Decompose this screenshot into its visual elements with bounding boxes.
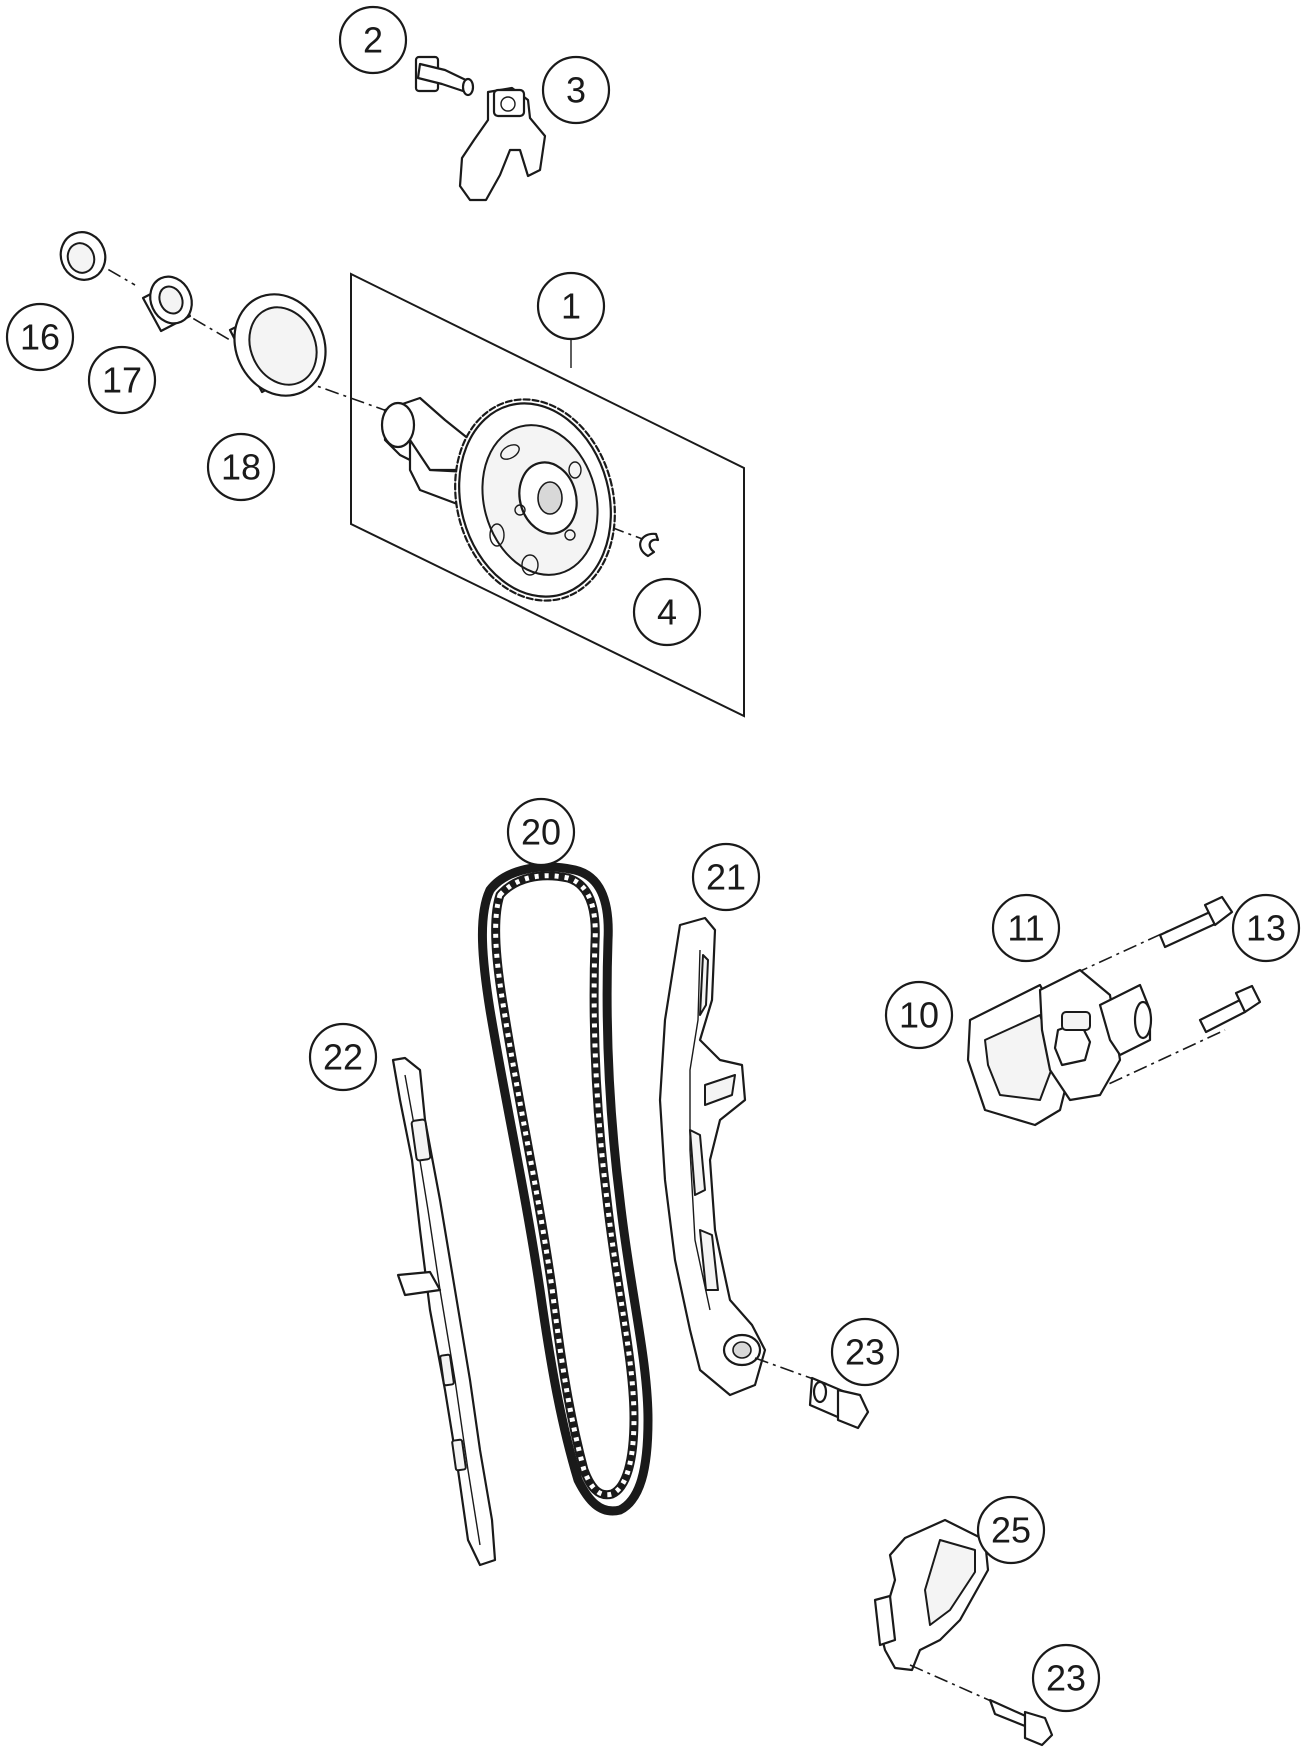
bearing-17 [141, 275, 193, 333]
svg-text:23: 23 [1046, 1658, 1086, 1699]
seal-16 [59, 231, 107, 281]
timing-chain-20 [477, 862, 653, 1516]
callout-16: 16 [5, 302, 75, 372]
callout-3: 3 [541, 55, 611, 125]
svg-text:21: 21 [706, 857, 746, 898]
guide-bracket-25 [873, 1518, 990, 1672]
svg-text:20: 20 [521, 812, 561, 853]
svg-text:16: 16 [20, 317, 60, 358]
bolt-2 [414, 55, 475, 97]
dashed-axis-tensioner-upper [1049, 929, 1171, 986]
callout-22: 22 [308, 1022, 378, 1092]
svg-text:1: 1 [561, 286, 581, 327]
bolt-23-rail [808, 1376, 870, 1430]
callout-25: 25 [976, 1495, 1046, 1565]
chain-tensioner-11 [1038, 968, 1153, 1102]
svg-text:11: 11 [1007, 908, 1044, 949]
dashed-axis-tensioner-lower [1084, 1029, 1226, 1096]
callout-21: 21 [691, 842, 761, 912]
callout-4: 4 [632, 577, 702, 647]
callout-17: 17 [87, 345, 157, 415]
bracket-3 [458, 86, 547, 202]
svg-text:3: 3 [566, 70, 586, 111]
callout-20: 20 [506, 797, 576, 867]
bolt-13-upper [1158, 895, 1234, 949]
callout-2: 2 [338, 5, 408, 75]
svg-text:10: 10 [899, 995, 939, 1036]
callout-1: 1 [536, 271, 606, 341]
tensioner-rail-21 [658, 916, 767, 1397]
callout-18: 18 [206, 432, 276, 502]
circlip-4 [639, 532, 660, 558]
ring-18 [228, 293, 327, 397]
svg-text:22: 22 [323, 1037, 363, 1078]
assembly-frame-1 [350, 272, 745, 718]
svg-text:18: 18 [221, 447, 261, 488]
svg-text:13: 13 [1246, 908, 1286, 949]
bolt-23-bracket [988, 1698, 1054, 1747]
svg-text:2: 2 [363, 20, 383, 61]
callout-23-bracket: 23 [1031, 1643, 1101, 1713]
bolt-13-lower [1198, 984, 1262, 1034]
svg-text:17: 17 [102, 360, 142, 401]
callout-23-rail: 23 [830, 1317, 900, 1387]
guide-rail-22 [391, 1056, 497, 1567]
camshaft-gear-1 [380, 396, 616, 602]
svg-text:23: 23 [845, 1332, 885, 1373]
callout-10: 10 [884, 980, 954, 1050]
dashed-axis-bracket-bolt [909, 1664, 1001, 1706]
callout-11: 11 [991, 893, 1061, 963]
svg-text:4: 4 [657, 592, 677, 633]
svg-text:25: 25 [991, 1510, 1031, 1551]
callout-13: 13 [1231, 893, 1301, 963]
